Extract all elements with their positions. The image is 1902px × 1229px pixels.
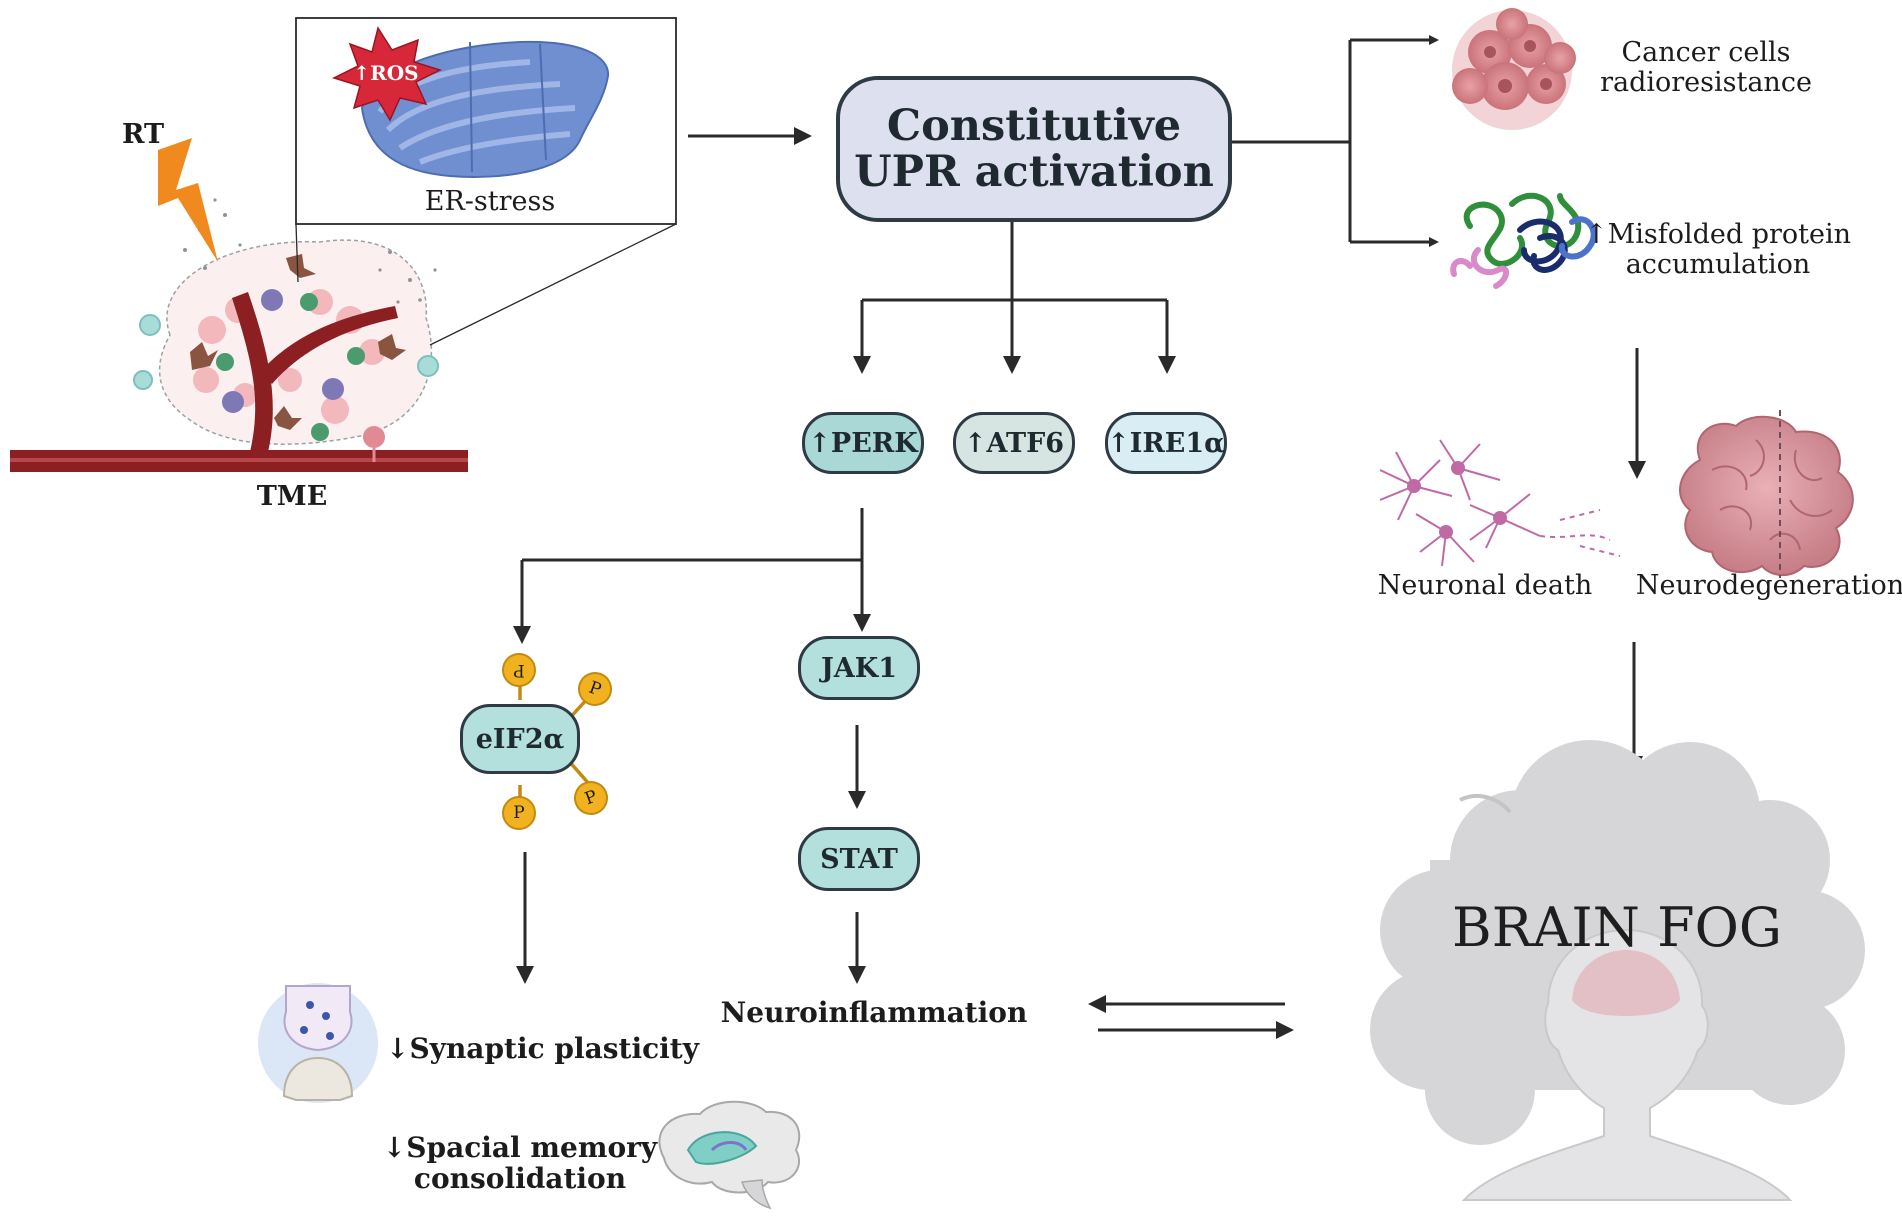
- spacial-memory-label: ↓Spacial memory consolidation: [383, 1132, 657, 1195]
- ire1a-box: ↑IRE1α: [1105, 412, 1227, 474]
- phospho-group-bottom: P: [502, 796, 536, 830]
- brain-fog-label: BRAIN FOG: [1452, 896, 1782, 959]
- jak1-box: JAK1: [798, 636, 920, 700]
- lightning-bolt-icon: [158, 138, 218, 262]
- neurodegeneration-label: Neurodegeneration: [1635, 570, 1902, 601]
- spacial-memory-line1: ↓Spacial memory: [382, 1131, 658, 1164]
- ros-star-icon: [331, 26, 443, 122]
- synapse-icon: [258, 983, 378, 1103]
- misfolded-line2: accumulation: [1625, 249, 1811, 281]
- degenerating-brain-icon: [1679, 410, 1854, 578]
- cancer-cells-icon: [1452, 8, 1576, 130]
- upr-title-line1: Constitutive: [886, 100, 1182, 151]
- misfolded-protein-icon: [1450, 192, 1597, 289]
- upr-title-line2: UPR activation: [854, 147, 1214, 197]
- er-zoom-box: [295, 17, 677, 346]
- brain-fog-cloud: [1370, 740, 1865, 1145]
- neuronal-death-label: Neuronal death: [1377, 570, 1593, 601]
- cancer-line2: radioresistance: [1600, 67, 1812, 99]
- stat-box: STAT: [798, 827, 920, 891]
- tme-illustration: [10, 138, 468, 472]
- memory-brain-icon: [658, 1100, 801, 1210]
- vessel-branch: [232, 292, 273, 452]
- misfolded-line1: ↑Misfolded protein: [1584, 219, 1852, 250]
- perk-box: ↑PERK: [802, 412, 924, 474]
- ros-label: ↑ROS: [353, 61, 419, 85]
- eif2a-box: eIF2α: [460, 704, 580, 774]
- rt-label: RT: [122, 119, 165, 150]
- spacial-memory-line2: consolidation: [413, 1162, 627, 1196]
- cancer-line1: Cancer cells: [1621, 37, 1791, 68]
- head-silhouette-icon: [1461, 928, 1793, 1201]
- phospho-group-top: P: [502, 653, 536, 687]
- neuroinflammation-label: Neuroinflammation: [720, 996, 1028, 1029]
- arrows: [513, 35, 1646, 1039]
- upr-activation-box: Constitutive UPR activation: [836, 76, 1232, 222]
- er-stress-label: ER-stress: [424, 186, 556, 217]
- atf6-box: ↑ATF6: [953, 412, 1075, 474]
- tme-label: TME: [256, 481, 328, 512]
- misfolded-protein-label: ↑Misfolded protein accumulation: [1584, 219, 1852, 281]
- neurons-icon: [1379, 439, 1621, 567]
- cancer-radioresistance-label: Cancer cells radioresistance: [1600, 37, 1812, 99]
- synaptic-plasticity-label: ↓Synaptic plasticity: [386, 1032, 699, 1065]
